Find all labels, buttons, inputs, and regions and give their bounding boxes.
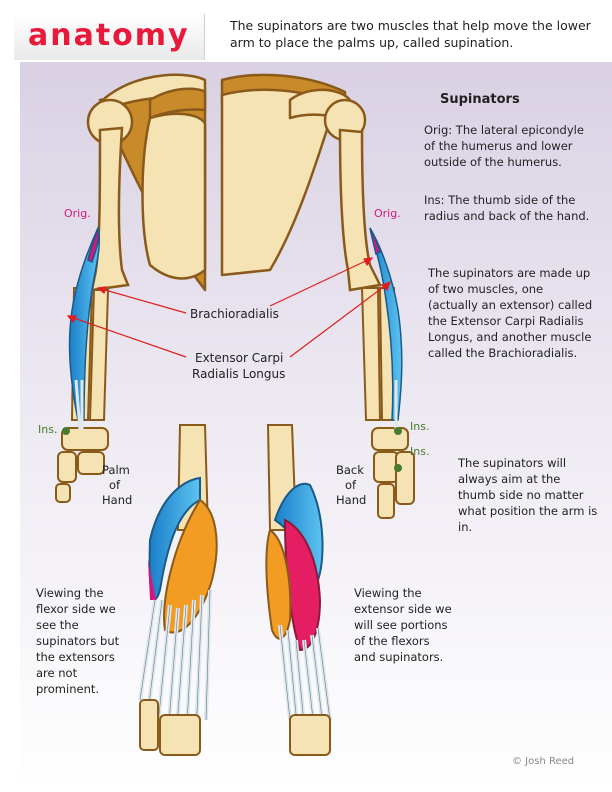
left-supinator-muscle xyxy=(68,225,101,431)
right-shoulder xyxy=(220,73,367,277)
right-hand xyxy=(371,427,415,519)
back-label-line3: Hand xyxy=(336,493,367,507)
left-humerus xyxy=(90,126,130,292)
insertion-text: Ins: The thumb side of the radius and ba… xyxy=(424,193,590,223)
copyright: © Josh Reed xyxy=(512,756,575,767)
supinator-description: The supinators are made up of two muscle… xyxy=(428,266,593,360)
right-insertion-dot-2 xyxy=(394,464,402,472)
extensor-label-line1: Extensor Carpi xyxy=(195,351,284,365)
logo: anatomy xyxy=(14,14,205,60)
flexor-view-caption: Viewing the flexor side we see the supin… xyxy=(36,586,120,696)
section-title: Supinators xyxy=(440,92,520,107)
brachioradialis-label: Brachioradialis xyxy=(190,307,279,321)
left-shoulder xyxy=(86,73,207,292)
extensor-view-forearm xyxy=(265,424,332,756)
palm-label-line1: Palm xyxy=(102,463,130,477)
palm-label-line2: of xyxy=(109,478,121,492)
origin-label-left: Orig. xyxy=(64,207,91,220)
header-description: The supinators are two muscles that help… xyxy=(230,18,591,50)
insertion-label-right-2: Ins. xyxy=(410,445,430,458)
aim-note: The supinators will always aim at the th… xyxy=(458,456,598,534)
back-label-line1: Back xyxy=(336,463,364,477)
left-hand xyxy=(55,427,109,503)
left-insertion-dot xyxy=(62,427,70,435)
back-label-line2: of xyxy=(345,478,357,492)
right-insertion-dot-1 xyxy=(394,427,402,435)
flexor-view-forearm xyxy=(138,424,218,756)
extensor-view-caption: Viewing the extensor side we will see po… xyxy=(354,586,452,664)
logo-text: anatomy xyxy=(28,18,190,53)
origin-text: Orig: The lateral epicondyle of the hume… xyxy=(424,123,584,169)
pointer-lines xyxy=(66,257,392,358)
palm-label-line3: Hand xyxy=(102,493,133,507)
insertion-label-right-1: Ins. xyxy=(410,420,430,433)
origin-label-right: Orig. xyxy=(374,207,401,220)
right-humerus xyxy=(338,128,382,292)
extensor-label-line2: Radialis Longus xyxy=(192,367,286,381)
insertion-label-left: Ins. xyxy=(38,423,58,436)
